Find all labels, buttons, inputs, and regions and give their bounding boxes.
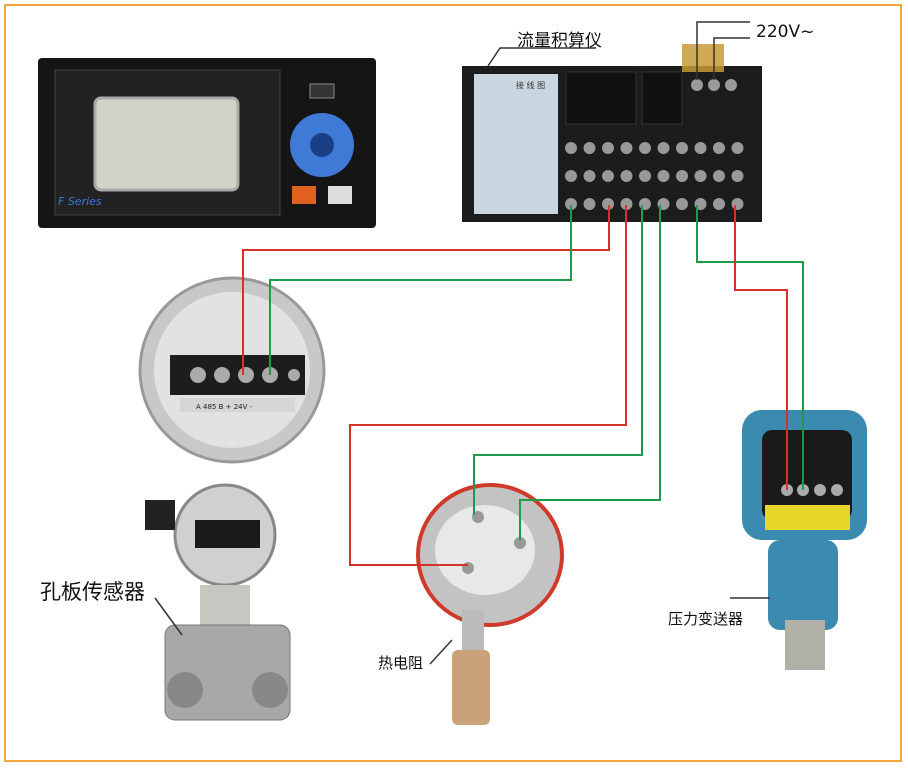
terminal-screw [620,142,633,154]
wiring-panel-title: 接 线 图 [516,80,545,90]
green-wire-rtd-1 [473,205,643,515]
flow-integrator-device [462,44,762,222]
device-label-leader [487,47,596,67]
image-border [4,4,902,762]
orifice-transmitter [145,483,291,721]
terminal-screw [583,198,596,210]
terminal-screw [731,142,744,154]
rtd-label: 热电阻 [378,654,424,672]
terminal-screw [657,170,670,182]
orifice-sensor-label: 孔板传感器 [40,580,145,604]
terminal-screw [713,170,725,182]
terminal-screw [583,142,596,154]
terminal-screw [583,170,596,182]
rtd-leader [429,639,453,665]
terminal-screw [565,198,577,210]
terminal-screw [676,170,688,182]
terminal-screw [639,170,651,182]
green-wire-rtd-2 [519,205,661,540]
terminal-screw [731,198,744,210]
green-wire-485 [269,205,572,375]
integrator-label: 流量积算仪 [517,31,602,51]
red-wire-pressure [734,205,788,490]
terminal-screw [713,198,725,210]
terminal-screw [602,198,614,210]
brand-logo: F Series [58,195,102,208]
terminal-screw [676,142,688,154]
terminal-screw [676,198,688,210]
terminal-screw [713,142,725,154]
terminal-screw [639,198,651,210]
terminal-labels: A 485 B + 24V - [196,403,253,411]
red-wire-485 [242,205,610,375]
pressure-transmitter-label: 压力变送器 [668,610,744,628]
terminal-screw [731,170,744,182]
sensor-junction-head [138,276,326,464]
terminal-screw [602,170,614,182]
terminal-screw [657,142,670,154]
flow-display-unit [38,58,376,228]
terminal-screw [620,198,633,210]
orifice-leader [154,597,183,636]
rtd-sensor [416,483,564,725]
power-label: 220V~ [756,22,815,42]
red-wire-rtd [349,205,627,566]
terminal-screw [602,142,614,154]
pressure-transmitter [742,410,867,670]
terminal-screw [694,170,707,182]
terminal-screw [694,142,707,154]
terminal-screw [639,142,651,154]
green-wire-pressure [696,205,804,490]
terminal-screw [565,170,577,182]
power-leader [713,37,750,80]
terminal-screw [565,142,577,154]
terminal-screw [620,170,633,182]
